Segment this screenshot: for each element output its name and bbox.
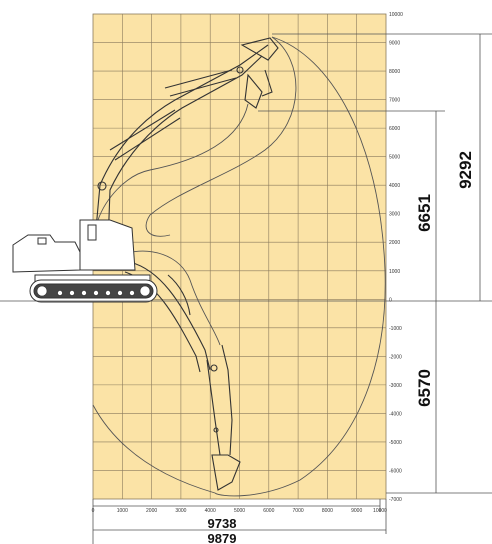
y-tick-label: 10000 xyxy=(389,12,403,18)
y-tick-label: 3000 xyxy=(389,212,400,218)
bucket-path xyxy=(145,36,297,237)
y-tick-label: -5000 xyxy=(389,440,402,446)
max-digging-depth-label: 6570 xyxy=(415,369,434,407)
max-reach-envelope xyxy=(214,36,386,497)
x-tick-label: 6000 xyxy=(263,508,274,514)
excavator-body xyxy=(12,219,158,303)
x-tick-label: 8000 xyxy=(322,508,333,514)
y-tick-label: -2000 xyxy=(389,354,402,360)
y-tick-label: 6000 xyxy=(389,126,400,132)
y-tick-label: 7000 xyxy=(389,98,400,104)
y-tick-label: 9000 xyxy=(389,41,400,47)
x-tick-label: 1000 xyxy=(117,508,128,514)
y-tick-label: 8000 xyxy=(389,69,400,75)
lower-curve xyxy=(119,250,221,346)
y-tick-label: 5000 xyxy=(389,155,400,161)
track-rollers xyxy=(36,285,151,297)
dimension-lines xyxy=(92,33,492,544)
x-tick-label: 7000 xyxy=(293,508,304,514)
max-dump-height-label: 6651 xyxy=(415,194,434,232)
y-tick-label: -7000 xyxy=(389,497,402,503)
inner-envelope xyxy=(92,404,216,494)
y-tick-label: 2000 xyxy=(389,240,400,246)
y-tick-label: 1000 xyxy=(389,269,400,275)
y-tick-label: -6000 xyxy=(389,468,402,474)
max-reach-ground-label: 9879 xyxy=(208,531,237,544)
x-tick-label: 9000 xyxy=(351,508,362,514)
grid-lines xyxy=(93,14,386,499)
x-tick-label: 2000 xyxy=(146,508,157,514)
y-axis-ticks: 1000090008000700060005000400030002000100… xyxy=(389,12,403,503)
y-tick-label: 0 xyxy=(389,297,392,303)
x-tick-label: 5000 xyxy=(234,508,245,514)
y-tick-label: -1000 xyxy=(389,326,402,332)
y-tick-label: 4000 xyxy=(389,183,400,189)
y-tick-label: -3000 xyxy=(389,383,402,389)
x-tick-label: 3000 xyxy=(175,508,186,514)
max-digging-reach-label: 9738 xyxy=(208,516,237,531)
y-tick-label: -4000 xyxy=(389,411,402,417)
x-tick-label: 4000 xyxy=(205,508,216,514)
max-cutting-height-label: 9292 xyxy=(456,151,475,189)
excavator-raised-arm xyxy=(94,37,279,246)
